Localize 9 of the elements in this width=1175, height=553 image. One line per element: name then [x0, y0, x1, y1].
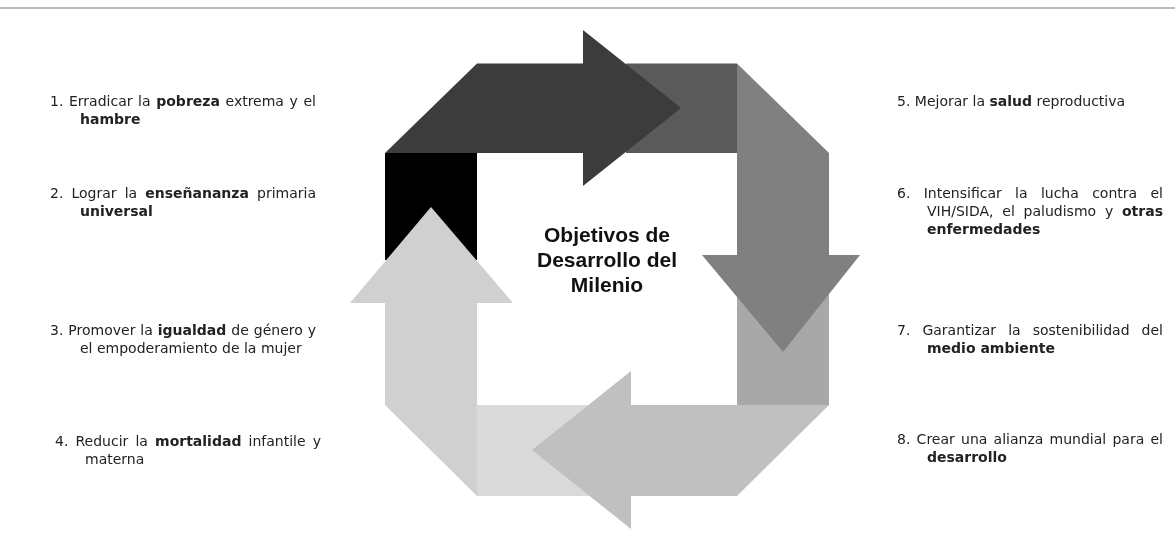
goal-text: 7. Garantizar la sostenibilidad del medio ambiente	[897, 321, 1163, 357]
goal-text: 8. Crear una alianza mundial para el desarrollo	[897, 430, 1163, 466]
center-title: Objetivos de Desarrollo del Milenio	[535, 222, 679, 297]
goal-text: 1. Erradicar la pobreza extrema y el hambre	[50, 92, 316, 128]
goal-text: 5. Mejorar la salud reproductiva	[897, 92, 1127, 110]
goal-text: 4. Reducir la mortalidad infantile y materna	[55, 432, 321, 468]
goal-text: 6. Intensificar la lucha contra el VIH/SIDA, el paludismo y otras enfermedades	[897, 184, 1163, 238]
goal-text: 3. Promover la igualdad de género y el empoderamiento de la mujer	[50, 321, 316, 357]
goal-text: 2. Lograr la enseñananza primaria universal	[50, 184, 316, 220]
